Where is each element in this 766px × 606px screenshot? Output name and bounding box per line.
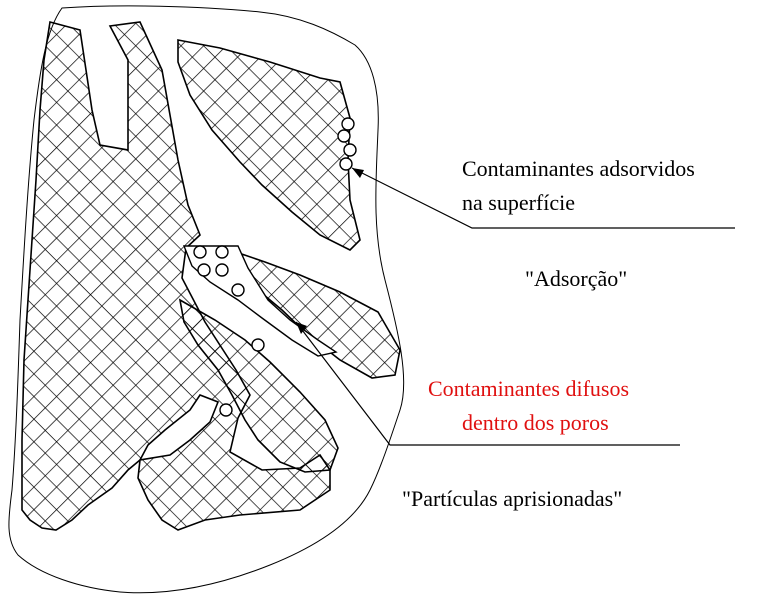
hatched-region-main bbox=[21, 20, 331, 531]
diffused-contaminants bbox=[193, 245, 265, 417]
adsorption-title: "Adsorção" bbox=[525, 266, 628, 291]
hatched-region-upper-right bbox=[177, 39, 361, 251]
particle-outline bbox=[8, 5, 405, 594]
adsorbed-label-line1: Contaminantes adsorvidos bbox=[462, 156, 695, 181]
diffused-label-line2: dentro dos poros bbox=[462, 410, 609, 435]
trapped-particles-title: "Partículas aprisionadas" bbox=[402, 486, 623, 511]
diffused-label-line1: Contaminantes difusos bbox=[428, 376, 630, 401]
diffused-leader-line bbox=[295, 321, 680, 446]
hatched-region-lower bbox=[178, 298, 339, 473]
adsorbed-label-line2: na superfície bbox=[462, 190, 575, 215]
adsorbed-contaminants bbox=[337, 117, 357, 171]
diffused-arrowhead bbox=[296, 322, 307, 334]
adsorbed-arrowhead bbox=[352, 168, 364, 178]
adsorbed-leader-line bbox=[351, 167, 735, 229]
